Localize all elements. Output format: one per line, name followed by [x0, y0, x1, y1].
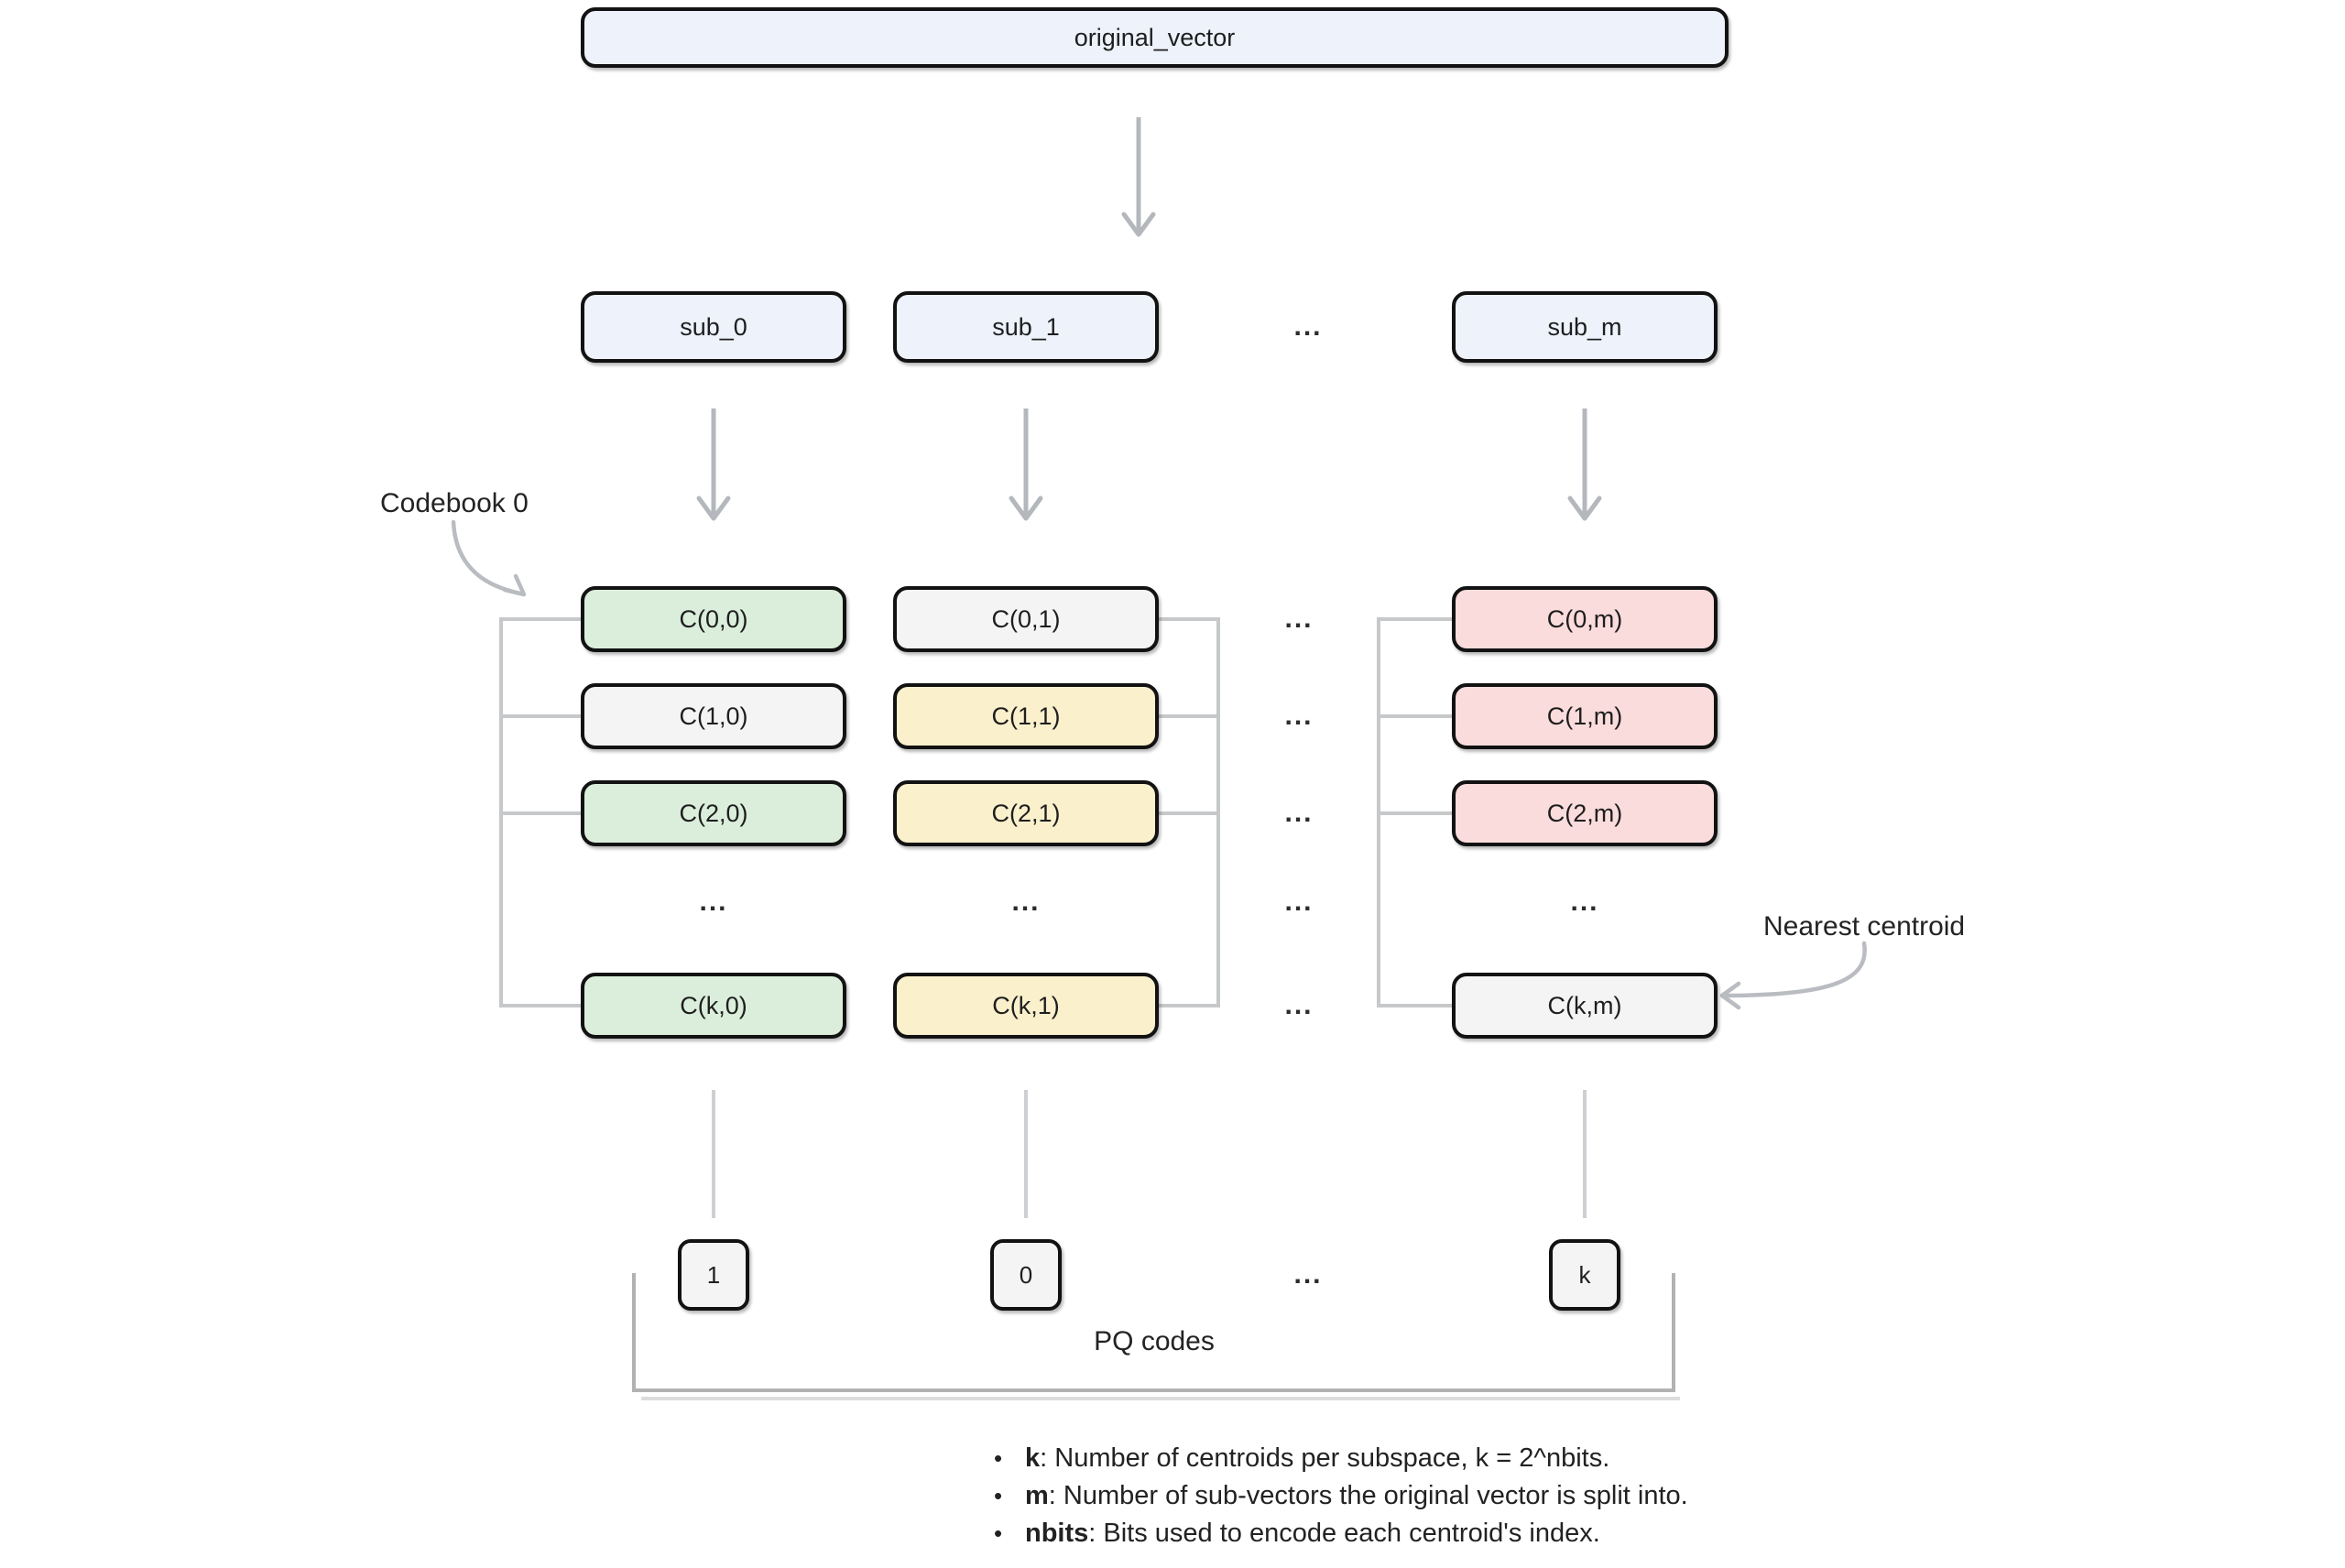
pq-code-box-0: 1 [678, 1239, 749, 1311]
codebook-cell-2-m: C(2,m) [1452, 780, 1718, 846]
codebook-cell-0-m: C(0,m) [1452, 586, 1718, 652]
codebook-cell-k-0: C(k,0) [581, 973, 846, 1039]
pq-codes-label: PQ codes [1094, 1326, 1215, 1356]
bullet-icon: • [994, 1444, 1003, 1472]
codebook-cell-label: C(2,m) [1546, 799, 1623, 827]
codebook-cell-label: C(k,0) [680, 991, 747, 1019]
codebook-cell-1-m: C(1,m) [1452, 683, 1718, 749]
nearest-centroid-label: Nearest centroid [1763, 911, 1966, 942]
codebook-0-bracket [499, 617, 581, 1007]
legend-bullet: • k : Number of centroids per subspace, … [994, 1443, 1688, 1481]
mid-ellipsis-row1: ... [1284, 701, 1314, 731]
codebook-cell-2-0: C(2,0) [581, 780, 846, 846]
pq-code-value: 0 [1019, 1260, 1033, 1289]
sub-m-box: sub_m [1452, 291, 1718, 363]
codebook-cell-label: C(k,m) [1547, 991, 1622, 1019]
codebook-cell-label: C(1,1) [991, 702, 1061, 730]
sub-0-label: sub_0 [680, 312, 747, 341]
pq-bracket [632, 1273, 1675, 1392]
mid-ellipsis-row0: ... [1284, 604, 1314, 634]
original-vector-label: original_vector [1074, 23, 1236, 51]
codebook-cell-label: C(0,0) [679, 604, 748, 633]
codebook-colm-ellipsis: ... [1570, 887, 1599, 917]
pq-code-box-m: k [1549, 1239, 1620, 1311]
sub-m-label: sub_m [1547, 312, 1622, 341]
codebook-cell-label: C(k,1) [992, 991, 1060, 1019]
bullet-icon: • [994, 1519, 1003, 1547]
codebook-cell-label: C(2,0) [679, 799, 748, 827]
codebook-cell-label: C(2,1) [991, 799, 1061, 827]
codebook-cell-label: C(1,0) [679, 702, 748, 730]
sub-1-box: sub_1 [893, 291, 1159, 363]
pq-code-box-1: 0 [990, 1239, 1062, 1311]
mid-ellipsis-row2: ... [1284, 798, 1314, 828]
legend-text: : Number of sub-vectors the original vec… [1048, 1481, 1688, 1510]
codebook-cell-1-1: C(1,1) [893, 683, 1159, 749]
codebook-cell-0-0: C(0,0) [581, 586, 846, 652]
codebook-cell-label: C(1,m) [1546, 702, 1623, 730]
sub-row-ellipsis: ... [1293, 311, 1323, 342]
mid-ellipsis-row3: ... [1284, 887, 1314, 917]
legend-term: nbits [1025, 1519, 1089, 1548]
legend-text: : Bits used to encode each centroid's in… [1088, 1519, 1600, 1548]
codebook-1-bracket [1159, 617, 1220, 1007]
codebook-m-bracket [1377, 617, 1452, 1007]
mid-ellipsis-rowk: ... [1284, 990, 1314, 1020]
legend-bullet: • m : Number of sub-vectors the original… [994, 1481, 1688, 1519]
original-vector-box: original_vector [581, 7, 1729, 68]
codebook-cell-k-m: C(k,m) [1452, 973, 1718, 1039]
codebook-0-label: Codebook 0 [380, 488, 529, 518]
codebook-pointer-arrowhead [502, 573, 527, 597]
nearest-centroid-arrow [1719, 941, 1867, 1010]
sub-0-box: sub_0 [581, 291, 846, 363]
codebook-cell-label: C(0,1) [991, 604, 1061, 633]
pq-code-value: 1 [706, 1260, 721, 1289]
codebook-cell-label: C(0,m) [1546, 604, 1623, 633]
codebook-pointer-arrow [451, 519, 516, 594]
legend-bullet: • nbits : Bits used to encode each centr… [994, 1519, 1688, 1556]
codebook-col1-ellipsis: ... [1011, 887, 1041, 917]
sub-1-label: sub_1 [992, 312, 1060, 341]
bullet-icon: • [994, 1482, 1003, 1509]
codebook-col0-ellipsis: ... [699, 887, 728, 917]
legend-term: k [1025, 1443, 1041, 1473]
legend: • k : Number of centroids per subspace, … [994, 1443, 1688, 1556]
codebook-cell-k-1: C(k,1) [893, 973, 1159, 1039]
codebook-cell-1-0: C(1,0) [581, 683, 846, 749]
pq-code-value: k [1578, 1260, 1591, 1289]
codebook-cell-2-1: C(2,1) [893, 780, 1159, 846]
codebook-cell-0-1: C(0,1) [893, 586, 1159, 652]
pq-row-ellipsis: ... [1293, 1259, 1323, 1290]
legend-term: m [1025, 1481, 1049, 1510]
legend-text: : Number of centroids per subspace, k = … [1040, 1443, 1610, 1473]
